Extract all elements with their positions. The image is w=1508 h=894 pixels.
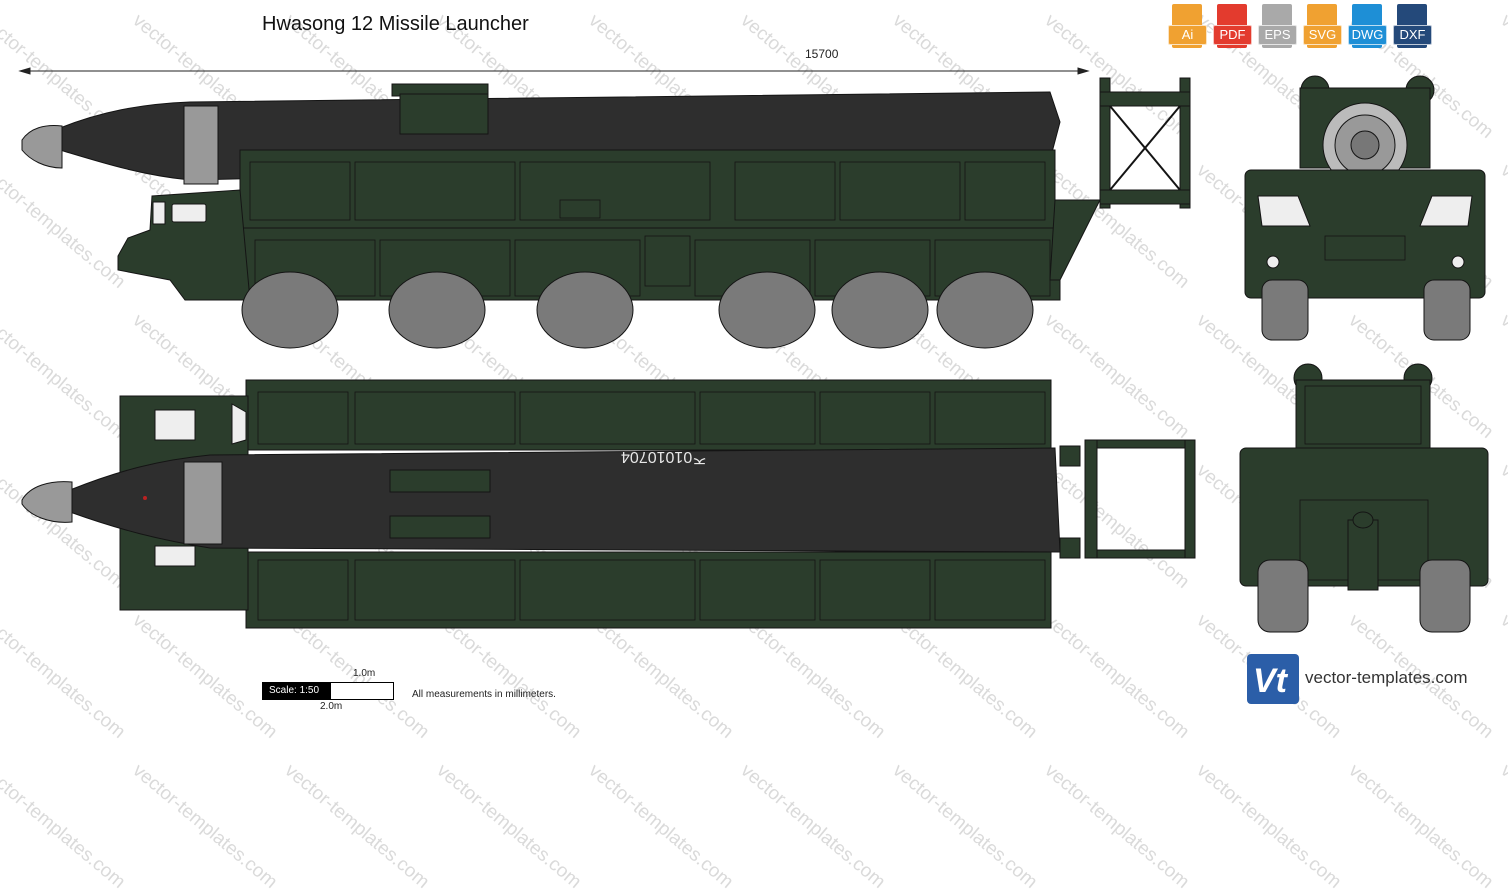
side-view (21, 77, 1191, 349)
top-bracket-lower (389, 515, 491, 539)
format-eps-icon[interactable]: EPS (1258, 4, 1297, 52)
format-dwg-icon[interactable]: DWG (1348, 4, 1387, 52)
side-cab-window (171, 203, 207, 223)
page-title: Hwasong 12 Missile Launcher (262, 13, 529, 35)
watermark-text: vector-templates.com (1344, 760, 1498, 893)
format-pdf-icon[interactable]: PDF (1213, 4, 1252, 52)
watermark-text: vector-templates.com (1192, 760, 1346, 893)
watermark-text: vector-templates.com (432, 760, 586, 893)
watermark-text: vector-templates.com (584, 760, 738, 893)
svg-text:Vt: Vt (1253, 662, 1289, 700)
scale-bar: Scale: 1:50 (262, 682, 394, 700)
dimension-line (18, 67, 1090, 75)
front-right-tire (1423, 279, 1471, 341)
side-wheels (241, 271, 1034, 349)
vehicle-drawing: ᄌ01010704 (18, 67, 1489, 633)
format-ai-icon[interactable]: Ai (1168, 4, 1207, 52)
watermark-text: vector-templates.com (128, 760, 282, 893)
watermark-text: vector-templates.com (1496, 760, 1508, 893)
front-view (1244, 75, 1486, 341)
length-dimension-label: 15700 (805, 47, 839, 61)
side-rear-frame (1049, 77, 1191, 281)
watermark-text: vector-templates.com (736, 760, 890, 893)
rear-view (1239, 363, 1489, 633)
watermark-text: vector-templates.com (0, 760, 130, 893)
top-nose-band (183, 461, 223, 545)
watermark-text: vector-templates.com (1040, 760, 1194, 893)
top-nose-cone (21, 481, 73, 523)
format-badges: Ai PDF EPS SVG DWG DXF (1168, 4, 1432, 52)
top-serial-number: ᄌ01010704 (621, 448, 707, 465)
top-bracket-upper (389, 469, 491, 493)
watermark-text: vector-templates.com (280, 760, 434, 893)
scale-1m-label: 1.0m (353, 668, 376, 679)
brand-site-link[interactable]: vector-templates.com (1305, 668, 1468, 687)
format-dxf-icon[interactable]: DXF (1393, 4, 1432, 52)
scale-2m-label: 2.0m (320, 701, 343, 712)
top-view: ᄌ01010704 (21, 379, 1196, 629)
front-cab (1244, 169, 1486, 299)
rear-right-tire (1419, 559, 1471, 633)
side-nose-cone (21, 125, 63, 169)
side-nose-band (183, 105, 219, 185)
side-cab (117, 189, 251, 301)
watermark-text: vector-templates.com (888, 760, 1042, 893)
front-left-tire (1261, 279, 1309, 341)
vt-logo-icon: Vt (1247, 654, 1299, 704)
measurements-note: All measurements in millimeters. (412, 689, 556, 700)
scale-ratio-label: Scale: 1:50 (263, 683, 331, 699)
rear-left-tire (1257, 559, 1309, 633)
top-rear-frame (1059, 439, 1196, 559)
format-svg-icon[interactable]: SVG (1303, 4, 1342, 52)
